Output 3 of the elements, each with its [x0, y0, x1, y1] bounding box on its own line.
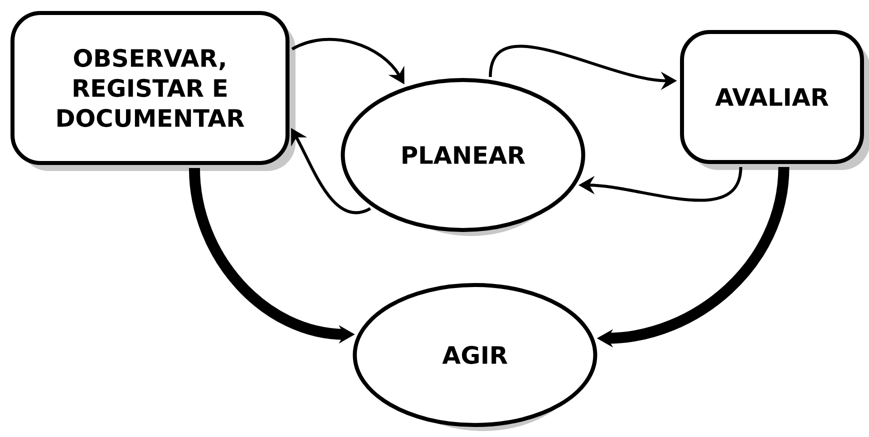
rounded-box: AVALIAR — [680, 30, 869, 170]
node-label: AGIR — [442, 346, 508, 364]
rounded-box: OBSERVAR, REGISTAR E DOCUMENTAR — [10, 11, 296, 171]
